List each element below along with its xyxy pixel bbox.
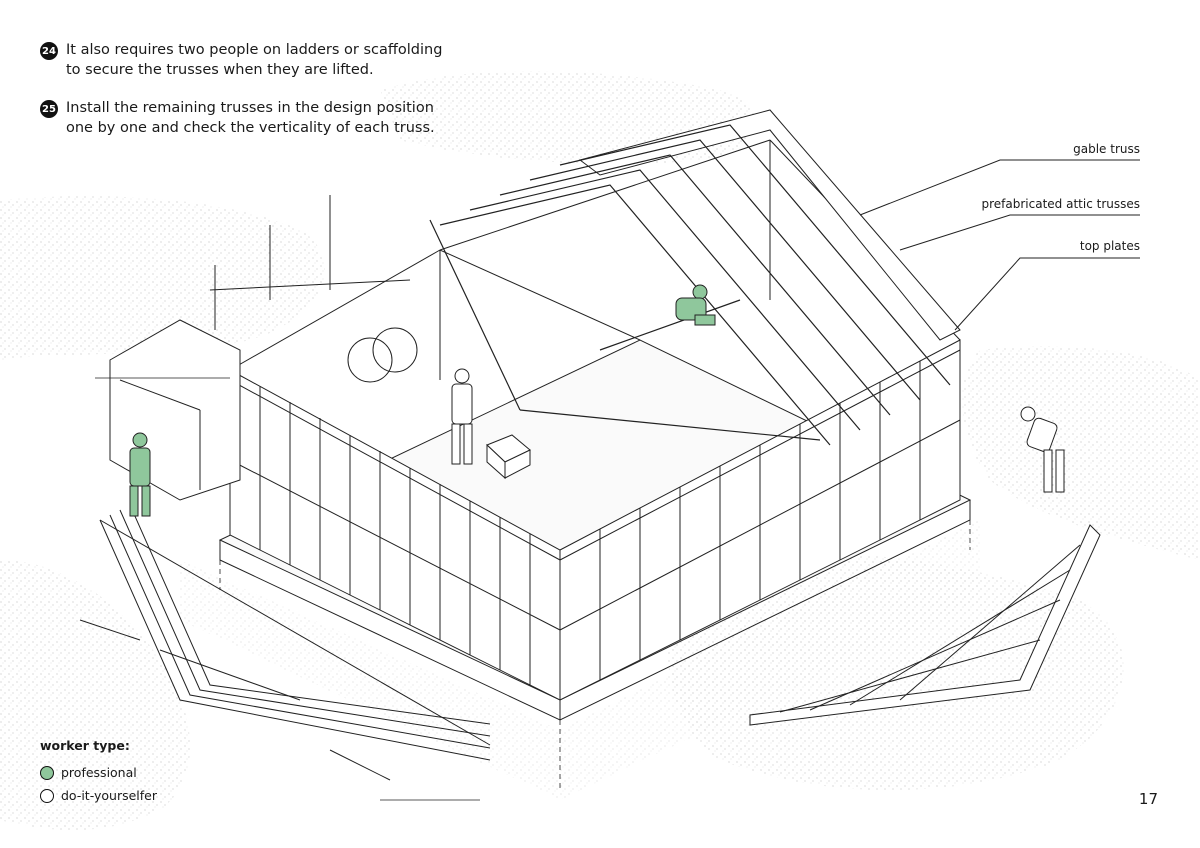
legend-item-professional: professional — [40, 765, 157, 780]
step-25: 25 Install the remaining trusses in the … — [40, 98, 460, 138]
legend-swatch — [40, 765, 54, 780]
step-24: 24 It also requires two people on ladder… — [40, 40, 460, 80]
worker-professional-2 — [675, 284, 716, 326]
callout-top-plates: top plates — [1079, 239, 1140, 253]
framing-lines — [79, 109, 1140, 801]
toolbox — [486, 434, 531, 480]
callout-prefab-trusses: prefabricated attic trusses — [981, 197, 1141, 211]
step-number-badge: 25 — [40, 100, 58, 118]
worker-diy-2 — [1020, 406, 1065, 493]
page-number: 17 — [1138, 790, 1158, 808]
leader-top-plates — [954, 257, 1140, 331]
worker-type-legend: worker type: professional do-it-yourself… — [40, 738, 157, 811]
step-text: It also requires two people on ladders o… — [66, 42, 443, 78]
legend-label: do-it-yourselfer — [61, 788, 158, 803]
stacked-trusses — [79, 504, 491, 781]
right-wall-studs — [599, 361, 921, 680]
legend-item-diy: do-it-yourselfer — [40, 788, 157, 803]
lying-truss — [749, 524, 1101, 726]
roof-trusses — [429, 124, 951, 446]
step-number-badge: 24 — [40, 42, 58, 60]
callout-gable-truss: gable truss — [1073, 142, 1140, 156]
legend-label: professional — [61, 765, 137, 780]
legend-swatch — [40, 788, 54, 803]
worker-professional-1 — [129, 432, 151, 517]
workers — [129, 284, 1065, 517]
instruction-steps: 24 It also requires two people on ladder… — [40, 40, 460, 156]
step-text: Install the remaining trusses in the des… — [66, 100, 435, 136]
worker-diy-1 — [451, 368, 473, 465]
legend-title: worker type: — [40, 738, 130, 753]
leader-prefab-trusses — [899, 214, 1140, 251]
leader-gable-truss — [859, 159, 1140, 216]
left-wall-studs — [259, 386, 531, 685]
